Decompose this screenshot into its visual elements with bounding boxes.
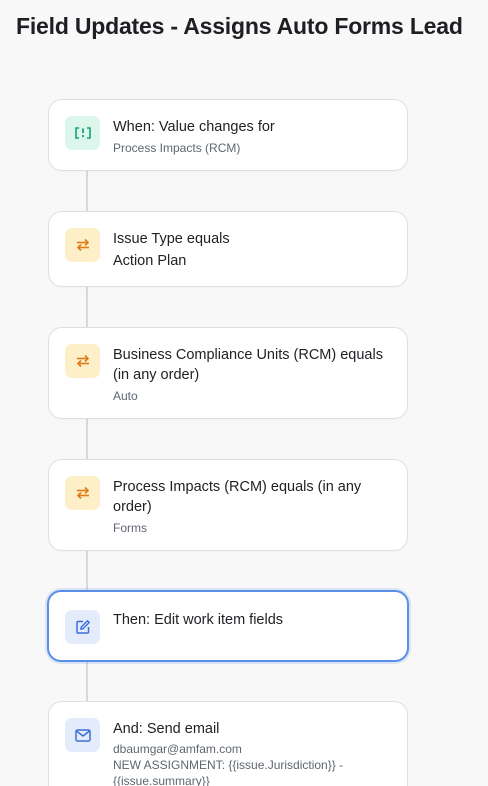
condition-step-card[interactable]: Business Compliance Units (RCM) equals (… xyxy=(48,327,408,419)
trigger-icon xyxy=(65,116,100,150)
condition-step-card[interactable]: Process Impacts (RCM) equals (in any ord… xyxy=(48,459,408,551)
step-detail: Forms xyxy=(113,521,147,535)
email-recipient: dbaumgar@amfam.com xyxy=(113,742,242,756)
step-detail: Process Impacts (RCM) xyxy=(113,141,241,155)
branch-arrows-icon xyxy=(65,344,100,378)
mail-icon xyxy=(65,718,100,752)
step-title: And: Send email xyxy=(113,721,220,737)
page-title: Field Updates - Assigns Auto Forms Lead xyxy=(16,13,463,39)
step-title: Process Impacts (RCM) equals (in any ord… xyxy=(113,479,362,515)
branch-arrows-icon xyxy=(65,476,100,510)
flow-connector xyxy=(86,550,88,592)
flow-connector xyxy=(86,286,88,328)
flow-connector xyxy=(86,418,88,460)
step-value: Action Plan xyxy=(113,253,187,269)
email-subject: NEW ASSIGNMENT: {{issue.Jurisdiction}} -… xyxy=(113,758,344,786)
flow-connector xyxy=(86,662,88,702)
flow-connector xyxy=(86,170,88,212)
step-title: Issue Type equals xyxy=(113,231,230,247)
edit-icon xyxy=(65,610,100,644)
action-step-card-selected[interactable]: Then: Edit work item fields xyxy=(47,590,409,662)
branch-arrows-icon xyxy=(65,228,100,262)
step-title: Then: Edit work item fields xyxy=(113,612,284,628)
condition-step-card[interactable]: Issue Type equals Action Plan xyxy=(48,211,408,287)
step-title: Business Compliance Units (RCM) equals (… xyxy=(113,347,383,383)
step-detail: Auto xyxy=(113,389,138,403)
email-action-step-card[interactable]: And: Send email dbaumgar@amfam.com NEW A… xyxy=(48,701,408,786)
step-title: When: Value changes for xyxy=(113,119,275,135)
trigger-step-card[interactable]: When: Value changes for Process Impacts … xyxy=(48,99,408,171)
